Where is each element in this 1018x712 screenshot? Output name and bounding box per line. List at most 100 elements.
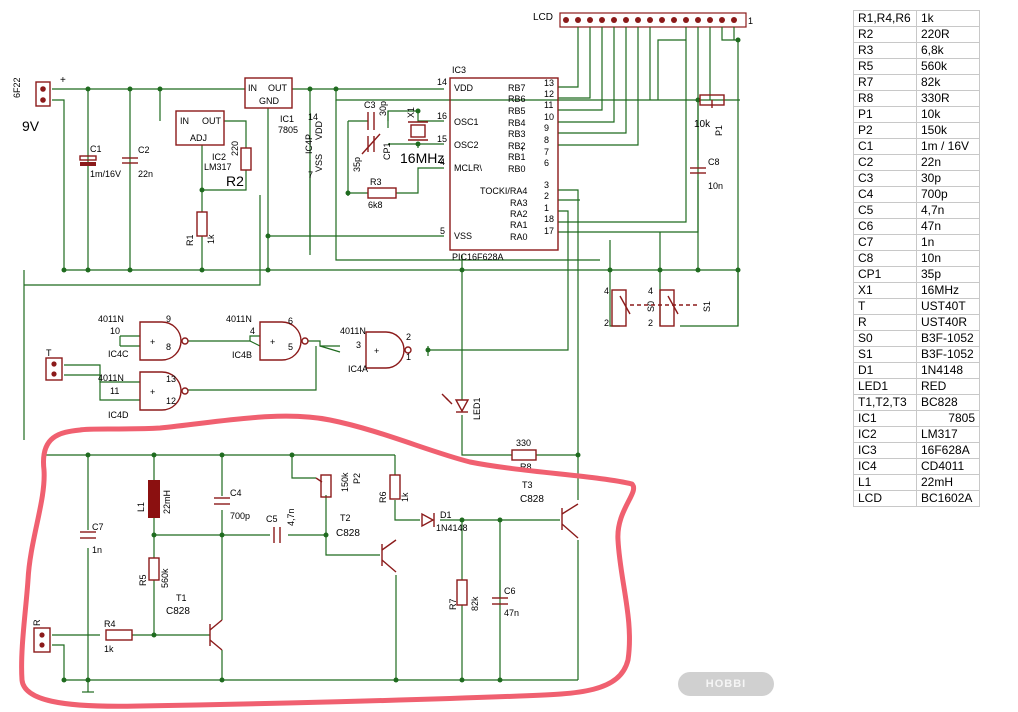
ic4d-label: IC4D bbox=[108, 410, 129, 420]
part-value: 10n bbox=[916, 250, 980, 267]
ic4d-type: 4011N bbox=[98, 373, 124, 383]
highlight-outline bbox=[19, 413, 637, 709]
r2-label: R2 bbox=[226, 173, 244, 189]
p1-label: P1 bbox=[714, 125, 724, 136]
part-ref: S1 bbox=[853, 346, 917, 363]
c2-value: 22n bbox=[138, 169, 153, 179]
c7-value: 1n bbox=[92, 545, 102, 555]
c3-label: C3 bbox=[364, 100, 376, 110]
ic4a-type: 4011N bbox=[340, 326, 366, 336]
part-ref: C1 bbox=[853, 138, 917, 155]
svg-text:13: 13 bbox=[166, 374, 176, 384]
diode-d1: D1 1N4148 bbox=[421, 510, 468, 533]
c2-label: C2 bbox=[138, 145, 150, 155]
capacitor-c5: C5 4,7n bbox=[266, 508, 296, 543]
s0-label: S0 bbox=[646, 301, 656, 312]
part-value: 6,8k bbox=[916, 42, 980, 59]
r1-value: 1k bbox=[206, 234, 216, 244]
svg-text:5: 5 bbox=[288, 342, 293, 352]
capacitor-c7: C7 1n bbox=[80, 522, 104, 555]
part-value: 220R bbox=[916, 26, 980, 43]
part-value: B3F-1052 bbox=[916, 346, 980, 363]
t-connector-label: T bbox=[46, 348, 52, 358]
junction-dots bbox=[61, 37, 741, 683]
r6-value: 1k bbox=[400, 492, 410, 502]
ic2-adj-label: ADJ bbox=[190, 133, 207, 143]
svg-text:15: 15 bbox=[437, 134, 447, 144]
transistor-t2: T2 C828 bbox=[336, 513, 397, 573]
part-ref: R8 bbox=[853, 90, 917, 107]
d1-label: D1 bbox=[440, 510, 452, 520]
receiver-connector: R bbox=[32, 619, 51, 653]
part-ref: C4 bbox=[853, 186, 917, 203]
svg-text:10: 10 bbox=[544, 112, 554, 122]
part-value: 16F628A bbox=[916, 442, 980, 459]
c5-label: C5 bbox=[266, 514, 278, 524]
ic4p-vss-label: VSS bbox=[314, 154, 324, 172]
ic3-ref-label: IC3 bbox=[452, 65, 466, 75]
svg-text:3: 3 bbox=[356, 340, 361, 350]
battery-connector: 6F22 + 9V bbox=[12, 75, 66, 134]
r8-value: 330 bbox=[516, 438, 531, 448]
ic3-pin-vss: VSS bbox=[454, 231, 472, 241]
s0-pin2: 2 bbox=[604, 318, 609, 328]
part-ref: T1,T2,T3 bbox=[853, 394, 917, 411]
potentiometer-p1: 10k P1 bbox=[694, 94, 725, 136]
part-ref: S0 bbox=[853, 330, 917, 347]
resistor-r1: R1 1k bbox=[185, 211, 216, 246]
ic1-ref-label: IC1 bbox=[280, 114, 294, 124]
part-value: BC1602A bbox=[916, 490, 980, 507]
r7-label: R7 bbox=[448, 598, 458, 610]
t3-label: T3 bbox=[522, 480, 533, 490]
ic3-pin-rb5: RB5 bbox=[508, 106, 526, 116]
part-ref: C2 bbox=[853, 154, 917, 171]
svg-text:6: 6 bbox=[288, 316, 293, 326]
resistor-r7: R7 82k bbox=[448, 579, 480, 611]
r5-label: R5 bbox=[138, 574, 148, 586]
part-ref: IC3 bbox=[853, 442, 917, 459]
ic3-microcontroller: IC3 PIC16F628A VDD OSC1 OSC2 MCLR\ VSS R… bbox=[437, 65, 559, 262]
part-ref: R1,R4,R6 bbox=[853, 10, 917, 27]
capacitor-c2: C2 22n bbox=[122, 145, 153, 179]
part-value: 330R bbox=[916, 90, 980, 107]
part-value: 47n bbox=[916, 218, 980, 235]
c8-value: 10n bbox=[708, 181, 723, 191]
transmitter-connector: T bbox=[45, 348, 63, 381]
t1-value: C828 bbox=[166, 606, 190, 617]
r-connector-label: R bbox=[32, 619, 42, 626]
transistor-t1: T1 C828 bbox=[166, 593, 223, 651]
part-value: CD4011 bbox=[916, 458, 980, 475]
svg-text:12: 12 bbox=[166, 396, 176, 406]
part-ref: IC2 bbox=[853, 426, 917, 443]
part-value: 7805 bbox=[916, 410, 980, 427]
sensor-wires bbox=[44, 454, 579, 692]
s1-pin4: 4 bbox=[648, 286, 653, 296]
c3-value: 30p bbox=[378, 101, 388, 116]
part-ref: D1 bbox=[853, 362, 917, 379]
svg-text:8: 8 bbox=[544, 135, 549, 145]
svg-text:9: 9 bbox=[166, 314, 171, 324]
power-wires bbox=[23, 27, 740, 456]
watermark-text: HOBBI bbox=[705, 678, 747, 690]
inductor-l1: L1 22mH bbox=[136, 480, 172, 518]
r6-label: R6 bbox=[378, 491, 388, 503]
lcd-data-wires bbox=[558, 27, 739, 326]
led-led1: LED1 bbox=[441, 393, 482, 420]
ic3-pin-osc2: OSC2 bbox=[454, 140, 479, 150]
svg-text:13: 13 bbox=[544, 78, 554, 88]
c8-label: C8 bbox=[708, 157, 720, 167]
svg-text:+: + bbox=[270, 337, 275, 347]
s1-label: S1 bbox=[702, 301, 712, 312]
